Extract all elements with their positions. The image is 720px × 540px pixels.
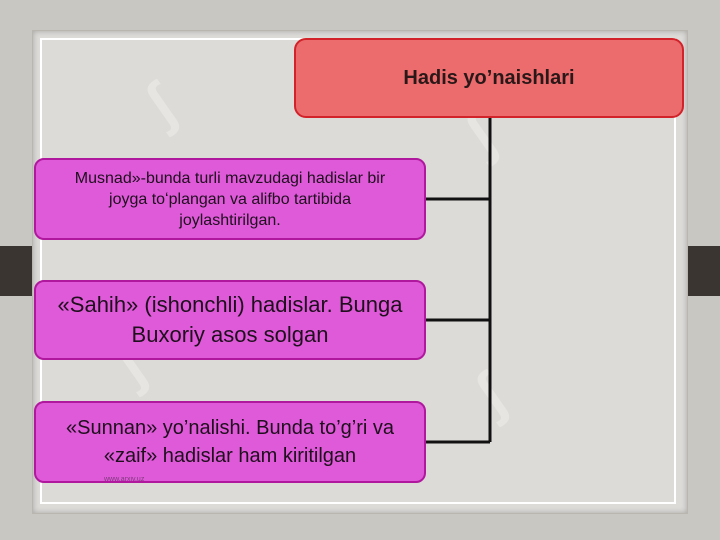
item-box-sunnan: «Sunnan» yo’nalishi. Bunda to’g’ri va «z… <box>34 401 426 483</box>
item-box-sahih: «Sahih» (ishonchli) hadislar. Bunga Buxo… <box>34 280 426 360</box>
diagram-title: Hadis yo’naishlari <box>403 66 575 89</box>
item-text: Musnad»-bunda turli mavzudagi hadislar b… <box>74 169 386 229</box>
diagram-title-box: Hadis yo’naishlari <box>294 38 684 118</box>
item-text: «Sunnan» yo’nalishi. Bunda to’g’ri va «z… <box>66 417 394 467</box>
item-box-musnad: Musnad»-bunda turli mavzudagi hadislar b… <box>34 158 426 240</box>
item-text: «Sahih» (ishonchli) hadislar. Bunga Buxo… <box>57 292 403 347</box>
source-caption: www.arxiv.uz <box>104 476 145 483</box>
